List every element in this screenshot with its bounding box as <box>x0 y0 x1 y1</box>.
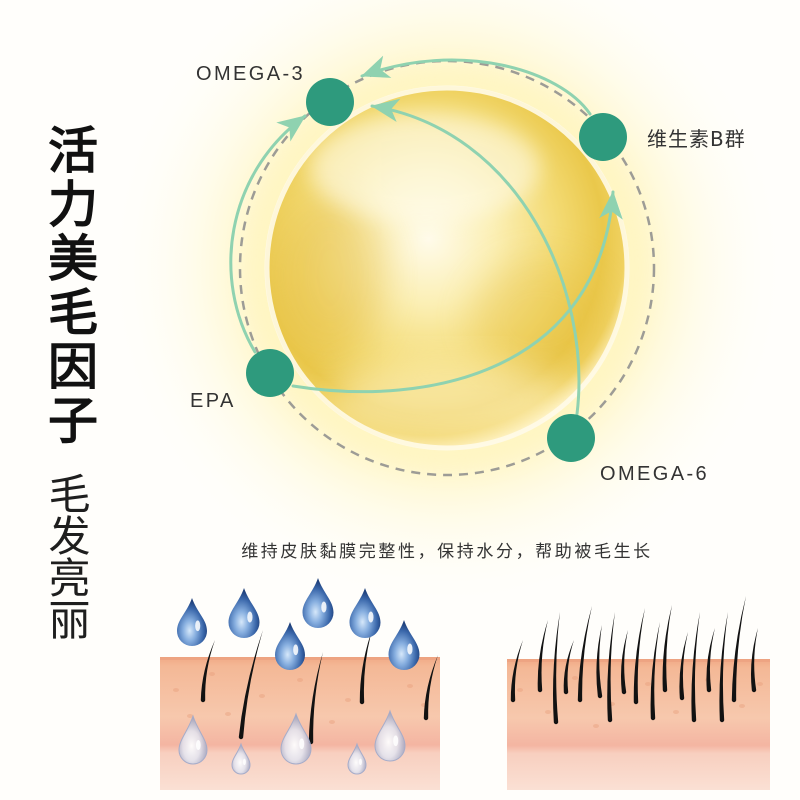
hair-strand <box>423 655 438 721</box>
skin-cell-dot <box>209 672 215 676</box>
water-droplet-icon <box>228 588 260 638</box>
skin-illustration-hydrated <box>160 578 440 790</box>
arrow-epa-to-omega3 <box>229 114 307 354</box>
hair-strand <box>238 630 263 740</box>
arrow-omega6-to-omega3 <box>370 98 581 416</box>
hair-strand <box>662 605 672 693</box>
skin-cell-dot <box>173 688 179 692</box>
skin-cell-dot <box>757 682 763 686</box>
label-vitamin-b: 维生素B群 <box>647 127 746 151</box>
hair-strand <box>679 632 688 701</box>
dashed-orbit-ring <box>238 59 656 477</box>
droplet-highlight <box>393 735 399 747</box>
hair-group <box>200 630 438 745</box>
hair-strand <box>308 652 323 745</box>
hair-strand <box>537 620 548 693</box>
hair-strand <box>563 640 574 695</box>
hair-strand <box>577 606 592 703</box>
skin-cell-dot <box>407 684 413 688</box>
droplet-highlight <box>407 643 413 655</box>
skin-cell-dot <box>572 676 578 680</box>
droplet-group <box>177 578 420 775</box>
droplet-highlight <box>242 758 246 766</box>
water-droplet-icon <box>231 742 251 775</box>
droplet-highlight <box>247 611 253 623</box>
label-epa: EPA <box>190 390 236 412</box>
skin-cell-dot <box>593 724 599 728</box>
droplet-highlight <box>195 620 201 632</box>
water-droplet-icon <box>302 578 334 628</box>
hair-strand <box>731 596 746 703</box>
water-droplet-icon <box>347 742 367 775</box>
water-droplet-icon <box>280 712 312 765</box>
hair-strand <box>552 612 560 725</box>
hair-strand <box>510 640 523 703</box>
water-droplet-icon <box>349 588 381 638</box>
skin-cell-dot <box>645 682 651 686</box>
skin-texture <box>173 672 427 724</box>
skin-cell-dot <box>225 712 231 716</box>
node-epa <box>246 349 294 397</box>
hair-strand <box>620 630 628 695</box>
node-vitamin-b <box>579 113 627 161</box>
skin-cell-dot <box>673 710 679 714</box>
skin-cell-dot <box>739 704 745 708</box>
headline-subtitle: 毛发亮丽 <box>42 472 91 640</box>
hair-strand <box>359 630 372 705</box>
droplet-highlight <box>368 611 374 623</box>
node-omega6 <box>547 414 595 462</box>
arrow-vitamin-b-to-omega3 <box>360 55 592 116</box>
skin-cell-dot <box>187 714 193 718</box>
golden-sphere-rim <box>264 85 630 451</box>
water-droplet-icon <box>374 709 406 762</box>
hair-group <box>510 596 758 725</box>
water-droplet-icon <box>275 622 305 670</box>
droplet-highlight <box>299 738 305 750</box>
hair-strand <box>650 622 660 721</box>
skin-cell-dot <box>345 698 351 702</box>
hair-strand <box>691 612 700 723</box>
droplet-highlight <box>321 601 327 613</box>
benefit-caption: 维持皮肤黏膜完整性，保持水分，帮助被毛生长 <box>241 542 653 562</box>
skin-cell-dot <box>259 694 265 698</box>
skin-cell-dot <box>545 710 551 714</box>
hair-strand <box>633 608 645 705</box>
water-droplet-icon <box>178 714 208 765</box>
label-omega6: OMEGA-6 <box>600 463 709 485</box>
skin-cell-dot <box>297 678 303 682</box>
skin-cell-dot <box>329 720 335 724</box>
headline-title: 活力美毛因子 <box>40 124 98 448</box>
label-omega3: OMEGA-3 <box>196 63 305 85</box>
droplet-highlight <box>293 644 299 656</box>
skin-surface-line <box>507 659 770 662</box>
skin-cell-dot <box>517 688 523 692</box>
hair-strand <box>200 640 215 703</box>
skin-layer <box>507 659 770 790</box>
droplet-highlight <box>358 758 362 766</box>
droplet-highlight <box>195 740 201 751</box>
hair-strand <box>706 628 715 693</box>
hair-strand <box>750 628 758 693</box>
hair-strand <box>719 612 728 723</box>
skin-illustration-dense-hair <box>507 596 770 790</box>
arrow-epa-to-vitamin-b <box>291 190 623 394</box>
sphere-texture <box>275 113 610 440</box>
node-omega3 <box>306 78 354 126</box>
water-droplet-icon <box>177 598 207 646</box>
hair-strand <box>596 625 603 699</box>
hair-strand <box>607 612 615 723</box>
water-droplet-icon <box>388 620 420 670</box>
